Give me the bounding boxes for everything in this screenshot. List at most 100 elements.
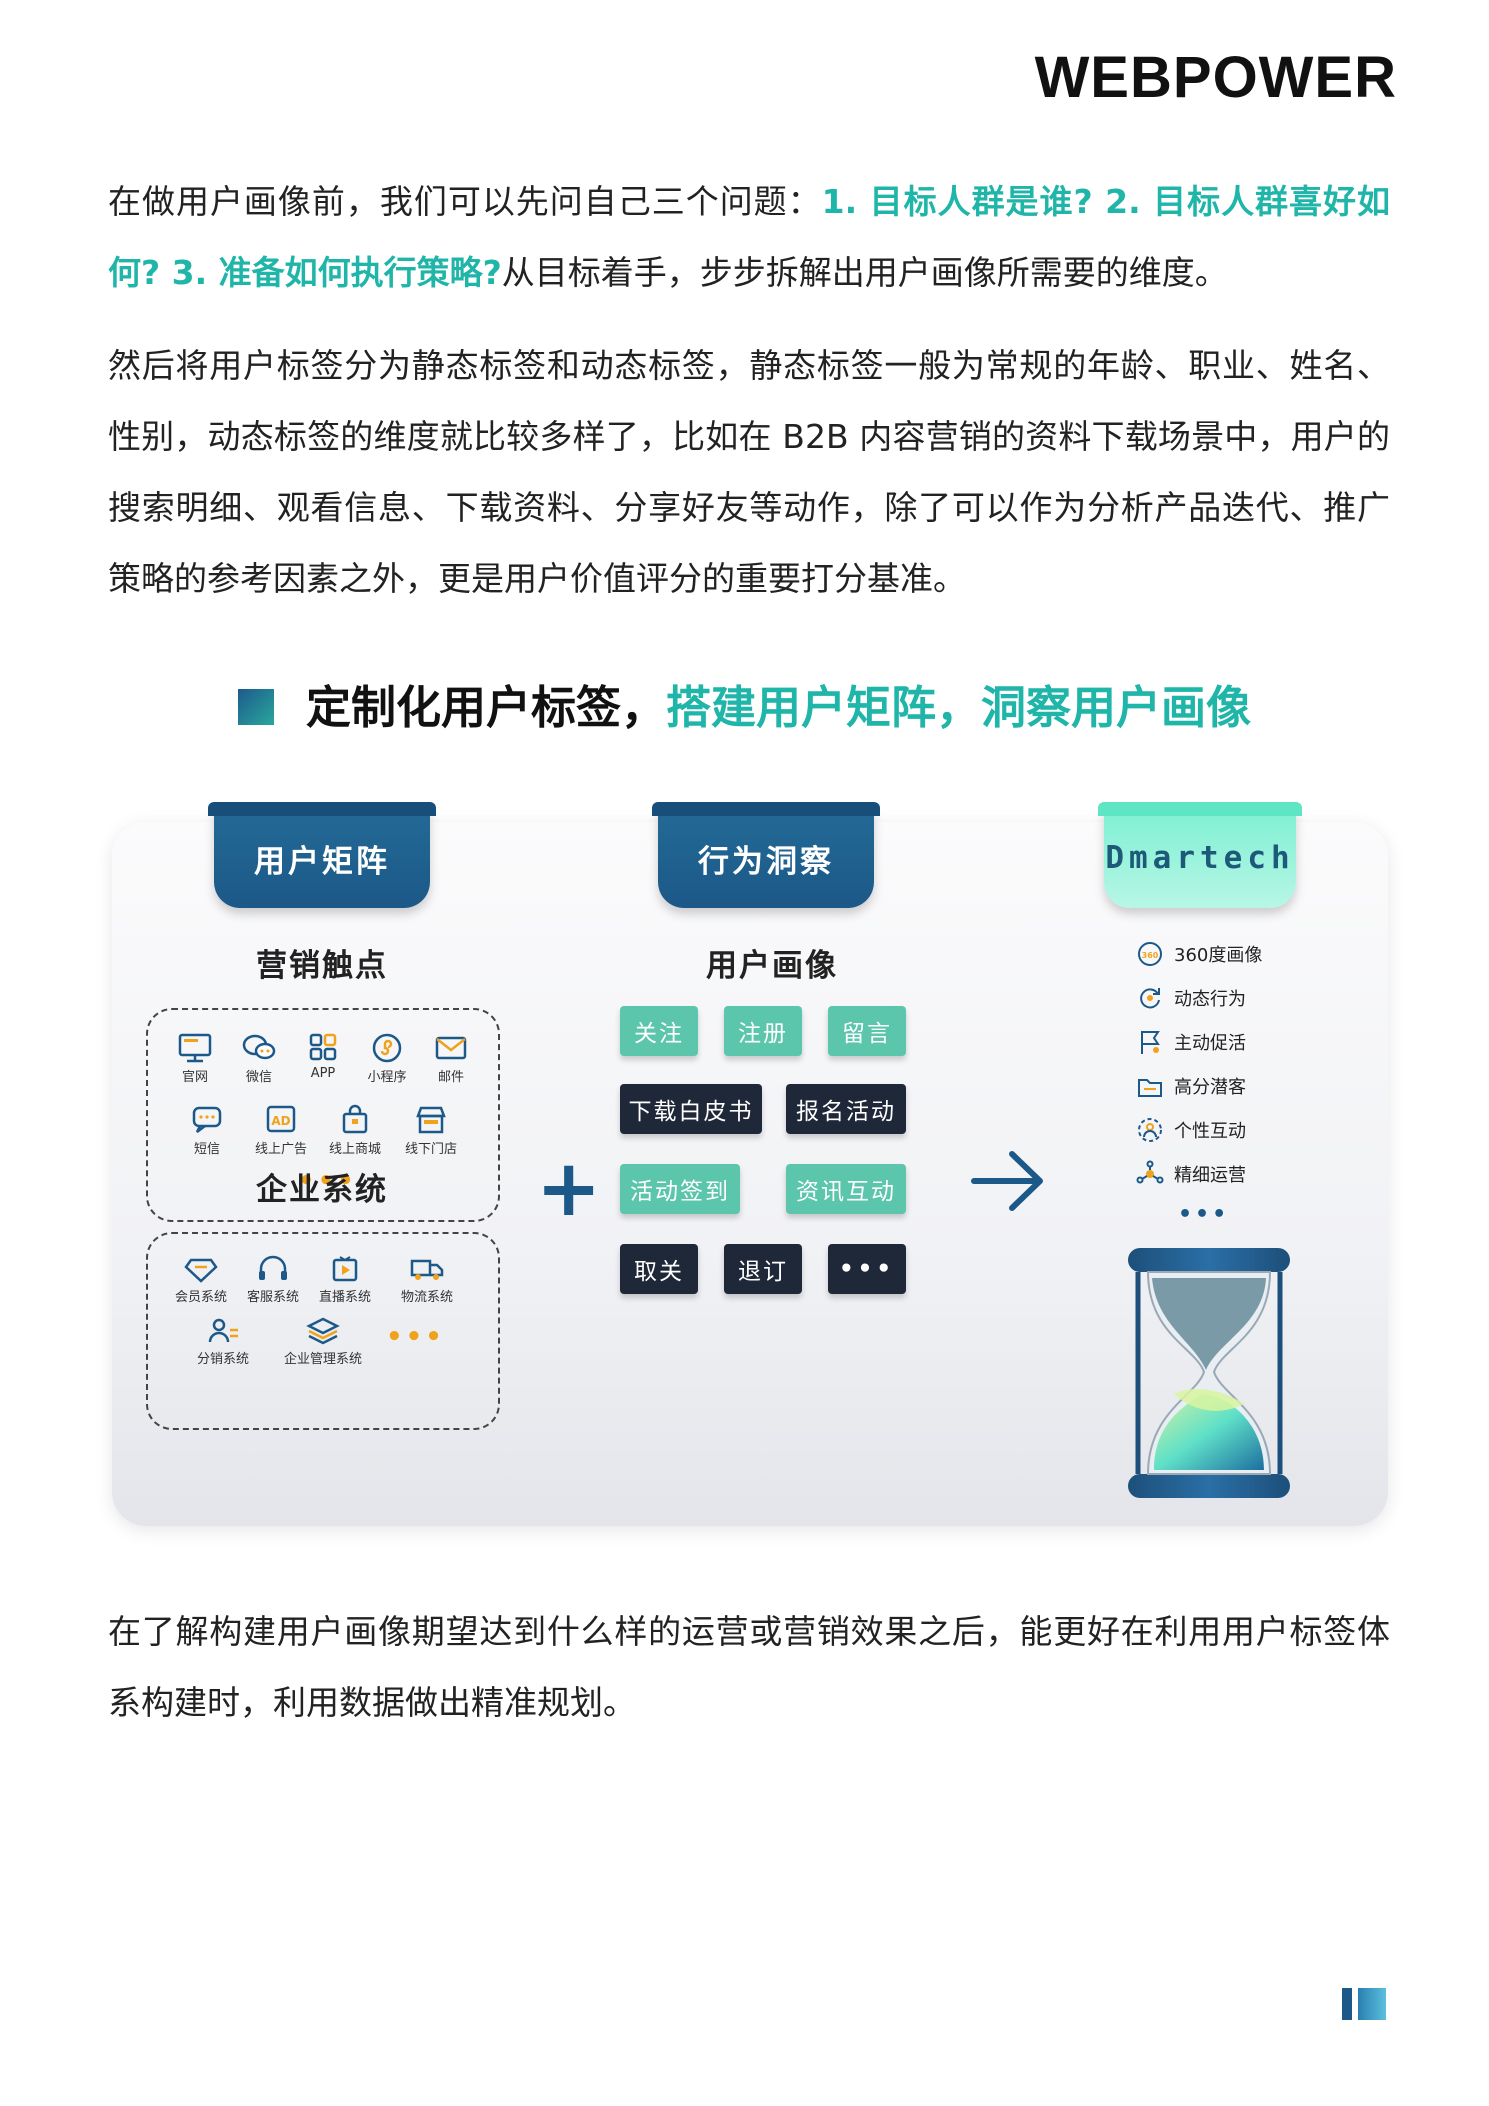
plus-sign: + xyxy=(536,1144,602,1234)
people-icon xyxy=(208,1318,238,1343)
enterprise-more: ••• xyxy=(386,1322,445,1352)
intro-paragraph: 在做用户画像前，我们可以先问自己三个问题：1. 目标人群是谁? 2. 目标人群喜… xyxy=(108,166,1390,308)
behavior-register: 注册 xyxy=(724,1006,802,1056)
tab-behavior-insight-label: 行为洞察 xyxy=(698,843,834,880)
sms-bubble-icon xyxy=(192,1106,222,1133)
section-title-part1: 定制化用户标签， xyxy=(306,681,667,734)
svg-text:AD: AD xyxy=(271,1114,290,1128)
tab-dmartech: Dmartech xyxy=(1098,802,1302,908)
network-icon xyxy=(1136,1160,1164,1184)
system-label: 物流系统 xyxy=(400,1290,453,1305)
enterprise-title: 企业系统 xyxy=(256,1172,388,1208)
touchpoint-wechat: 微信 xyxy=(222,1032,296,1085)
feature-label: 主动促活 xyxy=(1174,1033,1246,1054)
behavior-unsubscribe: 退订 xyxy=(724,1244,802,1294)
flag-icon xyxy=(1141,1031,1160,1054)
feature-label: 动态行为 xyxy=(1174,989,1246,1010)
touchpoint-online-mall: 线上商城 xyxy=(318,1104,392,1157)
system-erp: 企业管理系统 xyxy=(268,1316,378,1367)
live-video-icon xyxy=(332,1256,358,1282)
intro-text-2: 从目标着手，步步拆解出用户画像所需要的维度。 xyxy=(501,253,1228,292)
diagram-card: 用户矩阵 行为洞察 Dmartech 营销触点 官网 微信 APP 小程序 邮件… xyxy=(112,802,1388,1526)
touchpoint-offline-store: 线下门店 xyxy=(394,1104,468,1157)
svg-text:360: 360 xyxy=(1142,951,1159,960)
tab-user-matrix: 用户矩阵 xyxy=(208,802,436,908)
touchpoint-website: 官网 xyxy=(158,1032,232,1085)
truck-icon xyxy=(410,1259,444,1280)
touchpoint-label: 线上商城 xyxy=(328,1142,381,1157)
behavior-unfollow: 取关 xyxy=(620,1244,698,1294)
touchpoint-label: 邮件 xyxy=(437,1070,464,1085)
feature-active-promotion: 主动促活 xyxy=(1136,1024,1246,1060)
system-label: 直播系统 xyxy=(318,1290,371,1305)
conclusion-paragraph: 在了解构建用户画像期望达到什么样的运营或营销效果之后，能更好在利用用户标签体系构… xyxy=(108,1612,1390,1722)
intro-text-1: 在做用户画像前，我们可以先问自己三个问题： xyxy=(108,182,822,221)
touchpoint-email: 邮件 xyxy=(414,1032,488,1085)
refresh-icon xyxy=(1140,988,1160,1009)
hourglass-icon xyxy=(1124,1244,1294,1506)
system-distribution: 分销系统 xyxy=(184,1316,262,1367)
system-label: 企业管理系统 xyxy=(283,1352,362,1367)
app-grid-icon xyxy=(309,1033,337,1061)
tab-dmartech-label: Dmartech xyxy=(1105,840,1295,876)
behavior-more: ••• xyxy=(828,1244,906,1294)
headset-icon xyxy=(259,1255,287,1280)
touchpoints-title: 营销触点 xyxy=(256,948,388,984)
page-mark-right xyxy=(1358,1988,1386,2020)
mail-icon xyxy=(435,1036,467,1060)
behavior-event-checkin: 活动签到 xyxy=(620,1164,740,1214)
touchpoint-miniprogram: 小程序 xyxy=(350,1032,424,1085)
system-label: 客服系统 xyxy=(246,1290,299,1305)
title-square-icon xyxy=(238,689,274,725)
touchpoint-label: 线下门店 xyxy=(404,1142,457,1157)
touchpoint-label: APP xyxy=(310,1066,336,1081)
section-title: 定制化用户标签，搭建用户矩阵，洞察用户画像 xyxy=(238,678,1278,738)
portrait-title: 用户画像 xyxy=(706,948,838,984)
store-icon xyxy=(416,1106,446,1134)
miniprogram-icon xyxy=(372,1033,402,1063)
touchpoint-label: 小程序 xyxy=(367,1070,407,1085)
feature-label: 360度画像 xyxy=(1174,945,1263,966)
touchpoint-label: 线上广告 xyxy=(254,1142,307,1157)
behavior-event-signup: 报名活动 xyxy=(786,1084,906,1134)
system-label: 会员系统 xyxy=(174,1290,227,1305)
system-logistics: 物流系统 xyxy=(388,1254,466,1305)
arrow-right-icon xyxy=(970,1148,1046,1218)
folder-icon xyxy=(1138,1079,1162,1097)
monitor-icon xyxy=(178,1033,212,1063)
layers-icon xyxy=(306,1317,340,1345)
touchpoint-label: 短信 xyxy=(193,1142,220,1157)
system-membership: 会员系统 xyxy=(162,1254,240,1305)
touchpoint-label: 微信 xyxy=(245,1070,272,1085)
touchpoints-more: ••• xyxy=(298,1166,357,1196)
features-more: ••• xyxy=(1178,1202,1230,1227)
touchpoint-sms: 短信 xyxy=(170,1104,244,1157)
behavior-comment: 留言 xyxy=(828,1006,906,1056)
touchpoints-box: 官网 微信 APP 小程序 邮件 短信 AD 线上广告 线上商城 xyxy=(146,1008,500,1222)
section-title-part2: 搭建用户矩阵，洞察用户画像 xyxy=(666,681,1252,734)
360-icon: 360 xyxy=(1138,942,1162,966)
system-customer-service: 客服系统 xyxy=(234,1254,312,1305)
feature-personalized-interaction: 个性互动 xyxy=(1136,1112,1246,1148)
tags-paragraph: 然后将用户标签分为静态标签和动态标签，静态标签一般为常规的年龄、职业、姓名、性别… xyxy=(108,346,1390,598)
behavior-news-interaction: 资讯互动 xyxy=(786,1164,906,1214)
page-mark-left xyxy=(1342,1988,1352,2020)
wechat-icon xyxy=(242,1034,276,1060)
diamond-icon xyxy=(184,1258,218,1283)
brand-logo: WEBPOWER xyxy=(1034,45,1397,110)
target-user-icon xyxy=(1138,1118,1162,1142)
tab-user-matrix-label: 用户矩阵 xyxy=(254,843,390,880)
touchpoint-label: 官网 xyxy=(181,1070,208,1085)
intro-questions: 1. 目标人群是谁? 2. 目标人群喜好如何? 3. 准备如何执行策略? xyxy=(108,182,1391,292)
touchpoint-app: APP xyxy=(286,1032,360,1081)
feature-dynamic-behavior: 动态行为 xyxy=(1136,980,1246,1016)
system-live-stream: 直播系统 xyxy=(306,1254,384,1305)
feature-label: 高分潜客 xyxy=(1174,1077,1246,1098)
shopping-bag-icon xyxy=(342,1104,368,1134)
touchpoint-online-ad: AD 线上广告 xyxy=(244,1104,318,1157)
behavior-follow: 关注 xyxy=(620,1006,698,1056)
feature-label: 个性互动 xyxy=(1174,1121,1246,1142)
tab-behavior-insight: 行为洞察 xyxy=(652,802,880,908)
ad-icon: AD xyxy=(266,1105,296,1133)
behavior-download-whitepaper: 下载白皮书 xyxy=(620,1084,762,1134)
